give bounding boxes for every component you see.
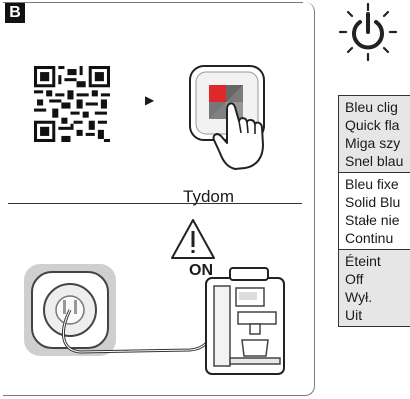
- coffee-machine-icon: [205, 267, 285, 375]
- status-cell-solid-blue: Bleu fixe Solid Blu Stałe nie Continu: [338, 172, 410, 250]
- status-text: Miga szy: [345, 135, 401, 151]
- status-cell-quick-flash: Bleu clig Quick fla Miga szy Snel blau: [338, 95, 410, 173]
- table-row: Bleu clig Quick fla Miga szy Snel blau: [338, 95, 410, 173]
- status-text: Bleu fixe: [345, 176, 399, 192]
- status-text: Stałe nie: [345, 212, 400, 228]
- arrow-right-icon: ▶: [145, 93, 155, 107]
- status-text: Wył.: [345, 289, 373, 305]
- led-status-table: Bleu clig Quick fla Miga szy Snel blau B…: [338, 95, 410, 327]
- warning-icon: [171, 219, 215, 259]
- status-text: Solid Blu: [345, 194, 401, 210]
- tydom-app-icon: [189, 65, 265, 170]
- status-text: Continu: [345, 230, 394, 246]
- qr-code-icon: [34, 66, 110, 142]
- status-text: Bleu clig: [345, 99, 398, 115]
- table-row: Bleu fixe Solid Blu Stałe nie Continu: [338, 172, 410, 250]
- on-label: ON: [189, 262, 213, 279]
- status-text: Éteint: [345, 253, 381, 269]
- power-cable: [61, 309, 216, 354]
- status-cell-off: Éteint Off Wył. Uit: [338, 249, 410, 327]
- step-badge: B: [5, 3, 25, 23]
- instruction-panel-b: [3, 2, 315, 396]
- status-text: Snel blau: [345, 153, 404, 169]
- panel-top-border: [3, 2, 303, 3]
- status-text: Uit: [345, 307, 363, 323]
- status-text: Quick fla: [345, 117, 400, 133]
- power-icon: [338, 2, 398, 62]
- status-text: Off: [345, 271, 364, 287]
- section-divider: [8, 203, 302, 204]
- tydom-app-label: Tydom: [183, 187, 235, 206]
- table-row: Éteint Off Wył. Uit: [338, 249, 410, 327]
